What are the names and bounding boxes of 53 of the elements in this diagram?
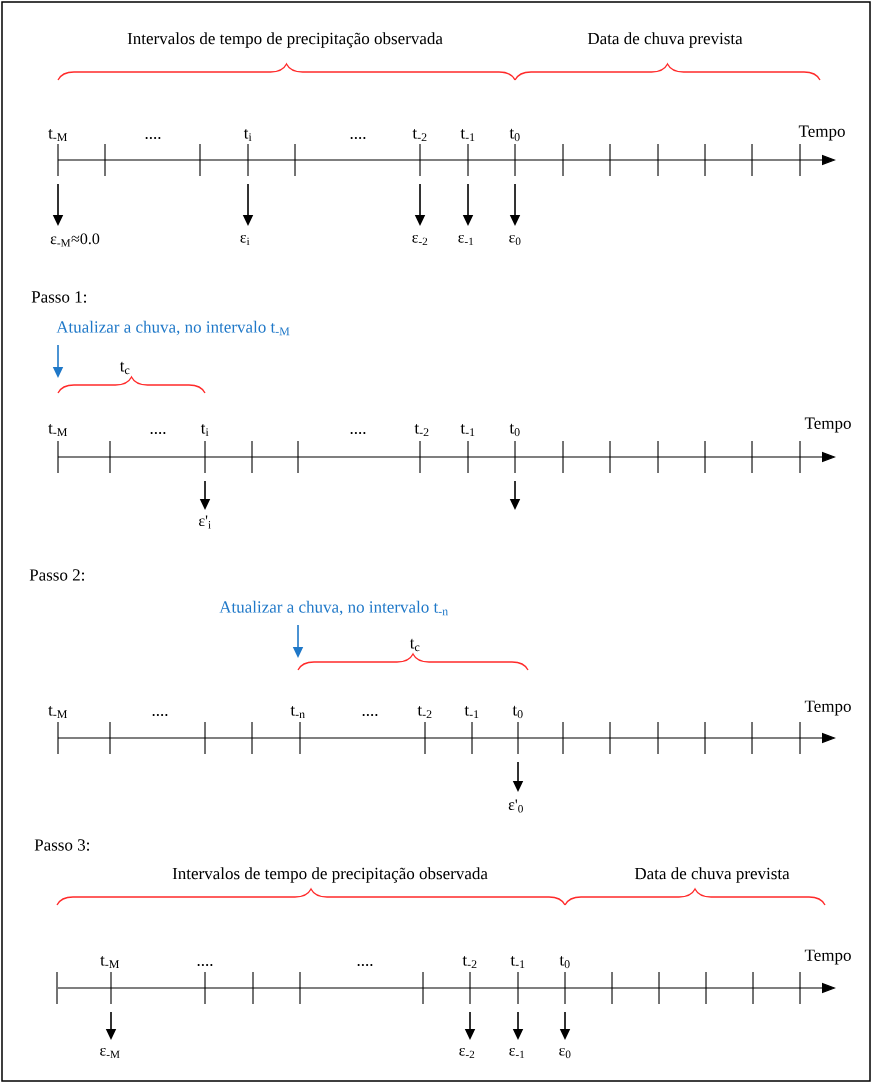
section-heading: Intervalos de tempo de precipitação observada <box>172 867 488 883</box>
axis-title: Tempo <box>804 949 851 965</box>
error-label: ε'$_{0}$ <box>508 799 523 813</box>
error-label: ε$_{-M}$≈0.0 <box>50 233 100 247</box>
axis-title: Tempo <box>798 125 845 141</box>
step-heading: Passo 3: <box>34 839 89 851</box>
step-heading: Passo 2: <box>29 569 84 581</box>
update-note: Atualizar a chuva, no intervalo t$_{-n}$ <box>219 600 448 616</box>
time-label: t$_{-1}$ <box>460 423 475 437</box>
ellipsis: .... <box>152 714 168 716</box>
time-label: t$_{0}$ <box>559 955 570 969</box>
axis-title: Tempo <box>804 417 851 433</box>
time-label: t$_{-M}$ <box>48 705 68 719</box>
duration-label: t$_{c}$ <box>409 638 420 652</box>
error-label: ε$_{i}$ <box>240 234 250 246</box>
error-label: ε$_{-M}$ <box>100 1047 120 1059</box>
time-label: t$_{i}$ <box>200 423 209 437</box>
axis-title: Tempo <box>804 700 851 716</box>
time-label: t$_{-n}$ <box>290 705 305 719</box>
time-label: t$_{-M}$ <box>48 128 68 142</box>
time-label: t$_{-2}$ <box>417 705 432 719</box>
time-label: t$_{-2}$ <box>414 423 429 437</box>
time-label: t$_{-M}$ <box>48 423 68 437</box>
time-label: t$_{-1}$ <box>510 955 525 969</box>
step-heading: Passo 1: <box>31 291 86 303</box>
error-label: ε$_{0}$ <box>559 1047 571 1059</box>
time-label: t$_{-2}$ <box>462 955 477 969</box>
ellipsis: .... <box>197 964 213 966</box>
section-heading: Data de chuva prevista <box>634 867 790 883</box>
ellipsis: .... <box>150 432 166 434</box>
time-label: t$_{-M}$ <box>100 955 120 969</box>
ellipsis: .... <box>362 714 378 716</box>
error-label: ε'$_{i}$ <box>199 515 211 529</box>
ellipsis: .... <box>350 432 366 434</box>
error-label: ε$_{-1}$ <box>458 234 474 246</box>
ellipsis: .... <box>145 137 161 139</box>
ellipsis: .... <box>357 964 373 966</box>
error-label: ε$_{-2}$ <box>412 234 428 246</box>
duration-label: t$_{c}$ <box>119 361 130 375</box>
time-label: t$_{0}$ <box>512 705 523 719</box>
time-label: t$_{i}$ <box>243 128 252 142</box>
section-heading: Intervalos de tempo de precipitação observada <box>127 32 443 48</box>
ellipsis: .... <box>350 137 366 139</box>
time-label: t$_{-1}$ <box>464 705 479 719</box>
update-note: Atualizar a chuva, no intervalo t$_{-M}$ <box>56 320 290 336</box>
error-label: ε$_{0}$ <box>509 234 521 246</box>
error-label: ε$_{-2}$ <box>459 1047 475 1059</box>
time-label: t$_{-2}$ <box>412 128 427 142</box>
section-heading: Data de chuva prevista <box>587 32 743 48</box>
time-label: t$_{-1}$ <box>460 128 475 142</box>
error-label: ε$_{-1}$ <box>509 1047 525 1059</box>
time-label: t$_{0}$ <box>509 423 520 437</box>
time-label: t$_{0}$ <box>509 128 520 142</box>
